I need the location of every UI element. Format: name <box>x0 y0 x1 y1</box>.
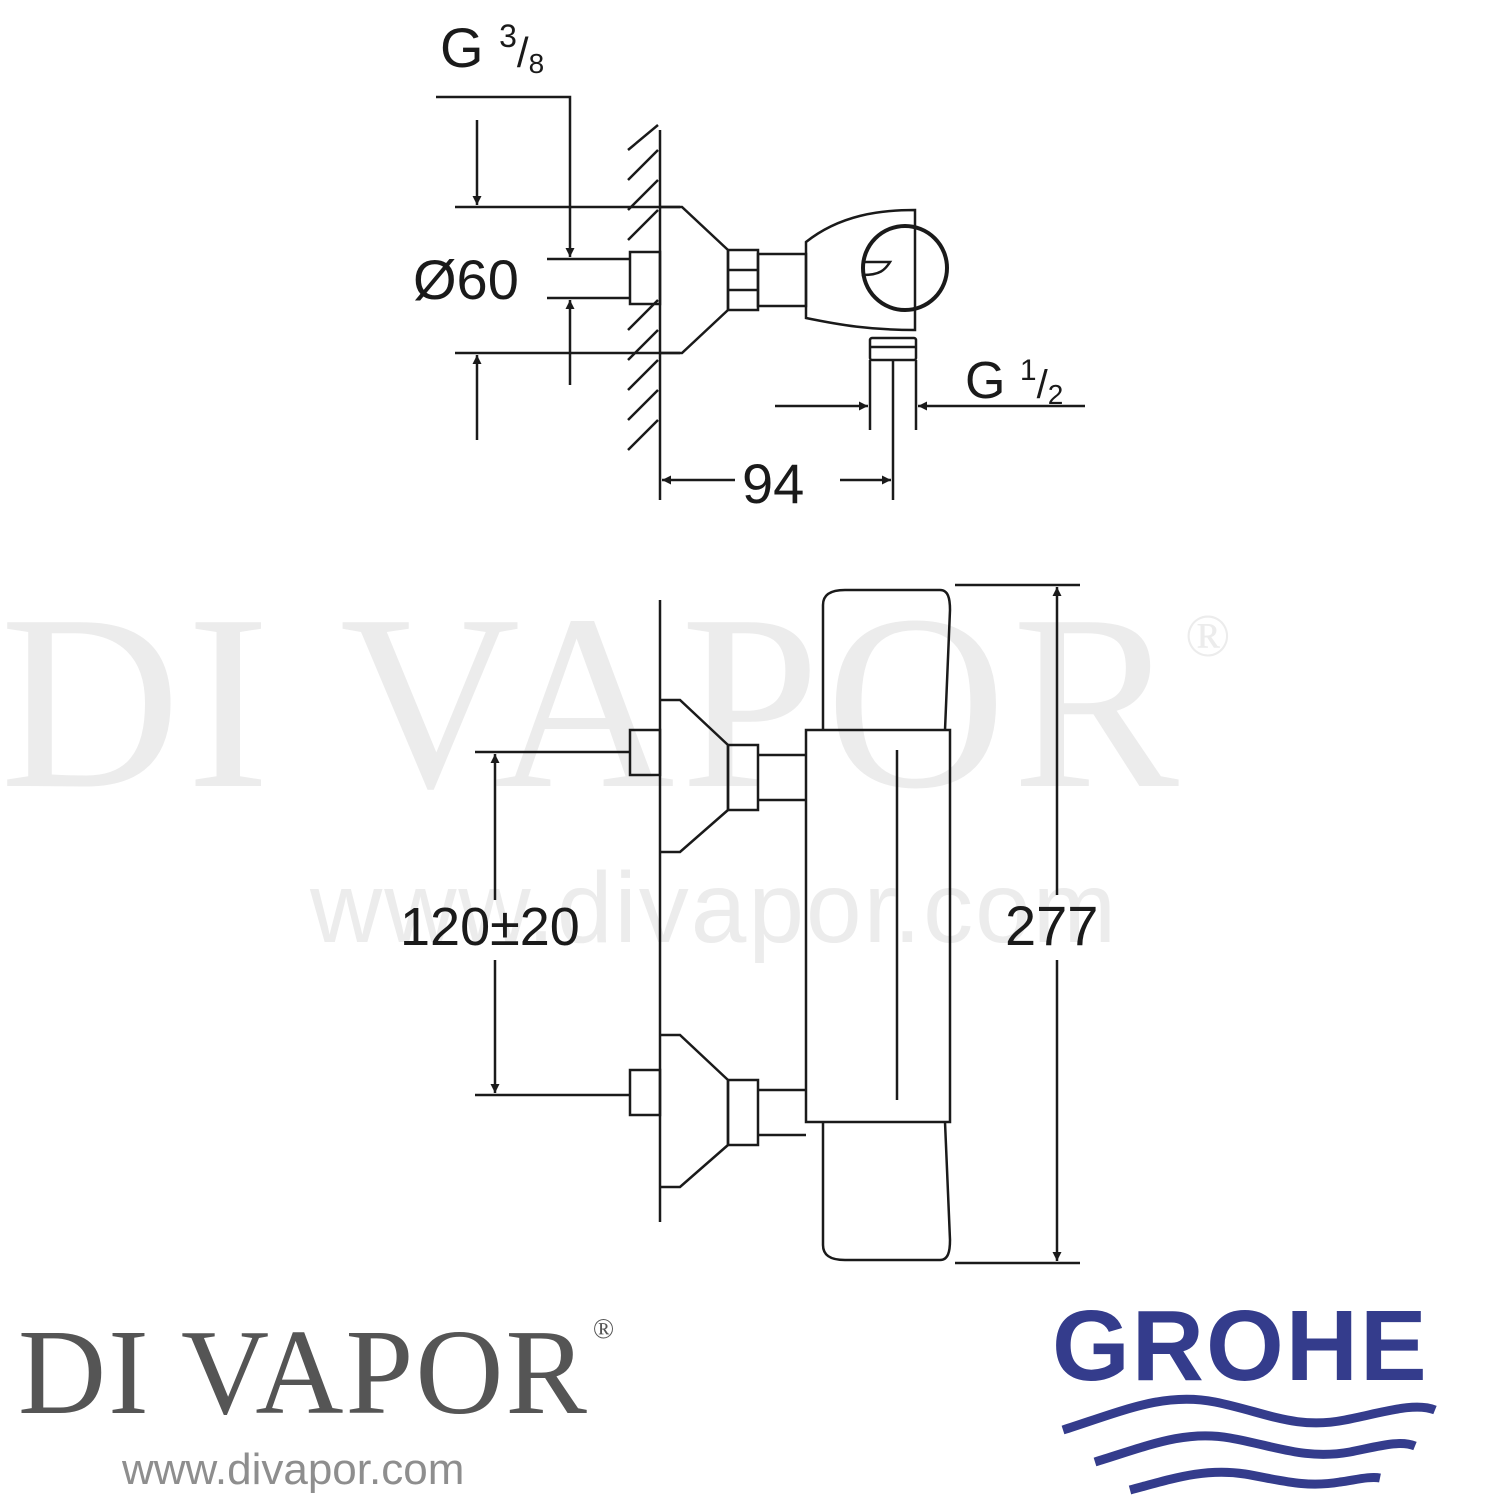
overall-length-label: 277 <box>1005 894 1099 957</box>
projection-label: 94 <box>742 452 805 515</box>
wall-hatch-top <box>627 124 662 500</box>
grohe-logo-text: GROHE <box>1052 1290 1429 1402</box>
side-view <box>436 95 1085 500</box>
watermark-url: www.divapor.com <box>310 852 1119 964</box>
watermark-brand: DI VAPOR® <box>0 564 1237 841</box>
divapor-logo: DI VAPOR® <box>18 1305 617 1440</box>
grohe-waves-icon <box>1061 1394 1437 1495</box>
outlet-thread-label: G 1/2 <box>965 352 1064 410</box>
front-view <box>475 583 1080 1265</box>
inlet-centres-label: 120±20 <box>400 897 580 957</box>
divapor-url: www.divapor.com <box>122 1445 465 1494</box>
inlet-thread-label: G 3/8 <box>440 16 545 79</box>
escutcheon-diameter-label: Ø60 <box>413 248 519 311</box>
